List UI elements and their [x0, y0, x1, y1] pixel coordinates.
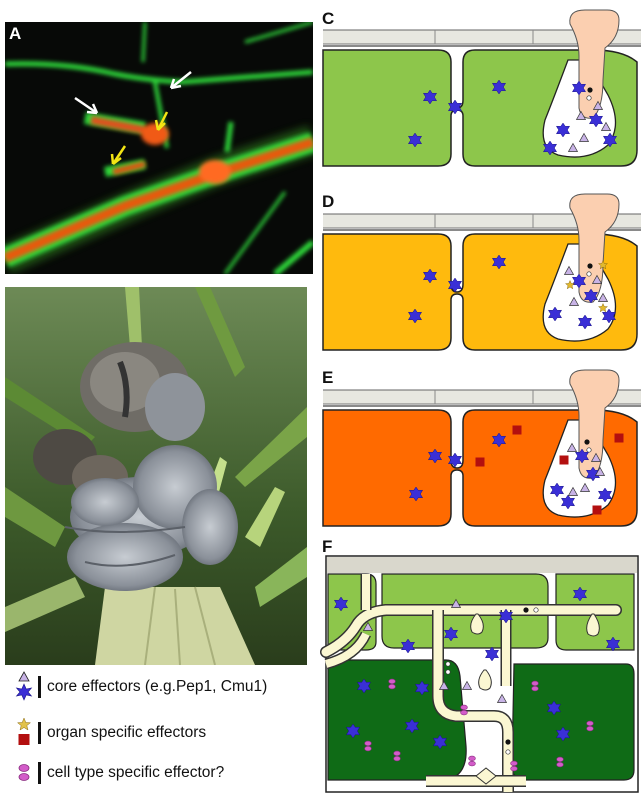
panel-f-label: F — [322, 537, 332, 556]
panel-c-leaf-diagram — [322, 9, 641, 167]
legend-cell-label: cell type specific effector? — [47, 764, 225, 781]
legend-core-label: core effectors (e.g.Pep1, Cmu1) — [47, 678, 268, 695]
legend: core effectors (e.g.Pep1, Cmu1) organ sp… — [12, 667, 317, 797]
panel-a-label: A — [9, 24, 22, 43]
white-arrow-icon — [74, 71, 192, 115]
panel-e-label: E — [322, 368, 333, 387]
schematic-panels: C D E — [320, 9, 641, 793]
yellow-arrow-icon — [110, 111, 169, 165]
organ-effector-icon — [12, 717, 36, 747]
legend-cell-row: cell type specific effector? — [12, 759, 224, 787]
panel-e-ear-diagram — [322, 369, 641, 527]
panel-f-bundle-diagram — [320, 555, 639, 793]
cell-effector-icon — [12, 759, 36, 787]
panel-a-micrograph: A — [5, 22, 313, 274]
panel-c-label: C — [322, 9, 334, 28]
panel-b-photo: B — [5, 287, 307, 665]
legend-organ-row: organ specific effectors — [12, 717, 207, 747]
legend-organ-label: organ specific effectors — [47, 724, 207, 741]
legend-core-row: core effectors (e.g.Pep1, Cmu1) — [12, 671, 268, 701]
panel-d-tassel-diagram — [322, 193, 641, 351]
core-effector-icon — [12, 671, 36, 701]
panel-d-label: D — [322, 192, 334, 211]
